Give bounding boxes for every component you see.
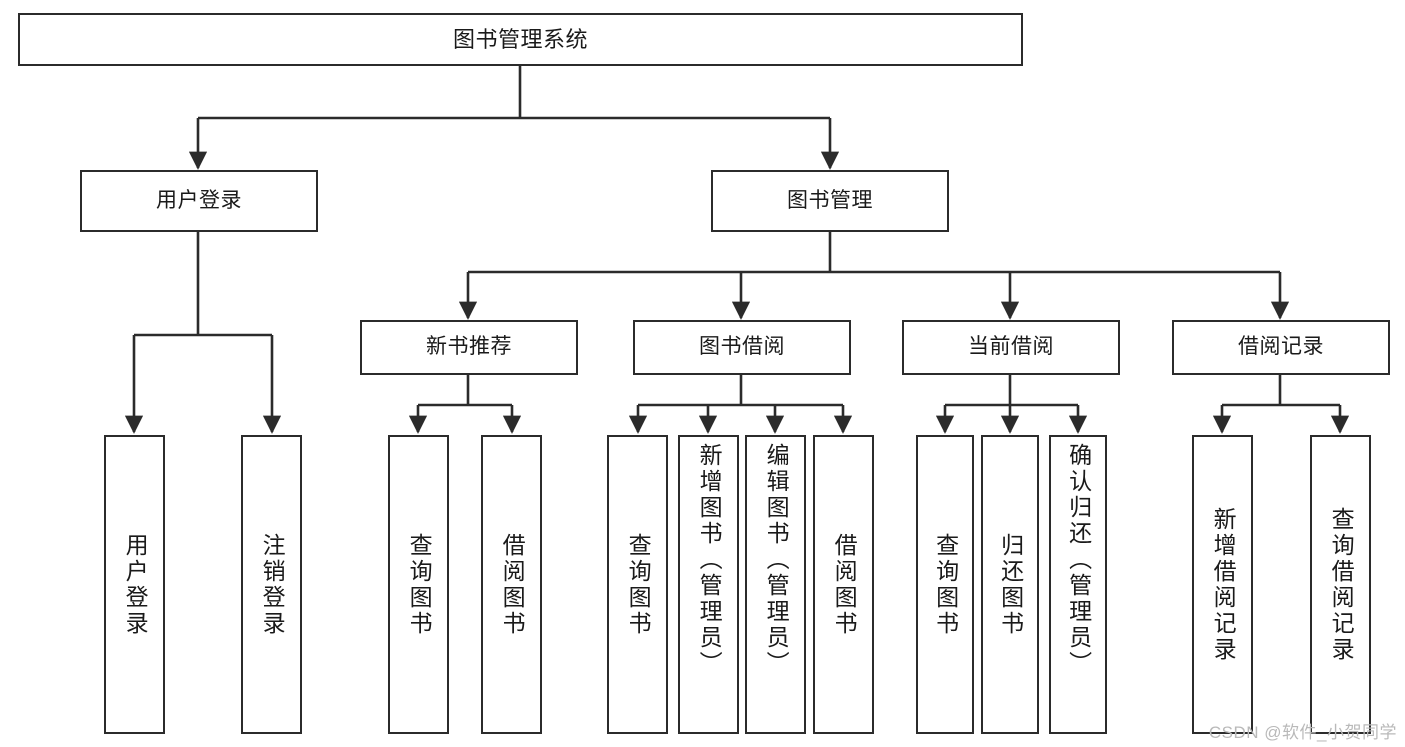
leaf-return-book[interactable]: 归还图书 bbox=[981, 435, 1039, 734]
node-label: 图书管理 bbox=[787, 188, 873, 212]
csdn-watermark: CSDN @软件_小贺同学 bbox=[1208, 723, 1397, 742]
node-label: 用户登录 bbox=[122, 532, 149, 637]
node-label: 新增图书（管理员） bbox=[696, 443, 723, 677]
leaf-logout[interactable]: 注销登录 bbox=[241, 435, 302, 734]
node-label: 查询图书 bbox=[406, 532, 433, 637]
node-current-borrow[interactable]: 当前借阅 bbox=[902, 320, 1120, 375]
node-root-system[interactable]: 图书管理系统 bbox=[18, 13, 1023, 66]
leaf-query-book-current[interactable]: 查询图书 bbox=[916, 435, 974, 734]
node-label: 新增借阅记录 bbox=[1210, 506, 1237, 663]
node-label: 借阅记录 bbox=[1238, 335, 1324, 359]
node-label: 注销登录 bbox=[259, 532, 286, 637]
node-borrow-record[interactable]: 借阅记录 bbox=[1172, 320, 1390, 375]
node-label: 新书推荐 bbox=[426, 335, 512, 359]
node-label: 查询借阅记录 bbox=[1328, 506, 1355, 663]
leaf-borrow-book-recommend[interactable]: 借阅图书 bbox=[481, 435, 542, 734]
node-label: 查询图书 bbox=[625, 532, 652, 637]
node-label: 归还图书 bbox=[997, 532, 1024, 637]
node-book-borrow[interactable]: 图书借阅 bbox=[633, 320, 851, 375]
leaf-query-borrow-record[interactable]: 查询借阅记录 bbox=[1310, 435, 1371, 734]
node-label: 借阅图书 bbox=[831, 532, 858, 637]
node-label: 确认归还（管理员） bbox=[1065, 443, 1092, 677]
leaf-query-book-borrow[interactable]: 查询图书 bbox=[607, 435, 668, 734]
node-new-book-recommend[interactable]: 新书推荐 bbox=[360, 320, 578, 375]
node-label: 用户登录 bbox=[156, 188, 242, 212]
node-label: 查询图书 bbox=[932, 532, 959, 637]
node-book-management[interactable]: 图书管理 bbox=[711, 170, 949, 232]
node-label: 图书管理系统 bbox=[452, 26, 588, 52]
leaf-add-borrow-record[interactable]: 新增借阅记录 bbox=[1192, 435, 1253, 734]
node-label: 图书借阅 bbox=[699, 335, 785, 359]
leaf-add-book-admin[interactable]: 新增图书（管理员） bbox=[678, 435, 739, 734]
node-label: 借阅图书 bbox=[499, 532, 526, 637]
node-user-login[interactable]: 用户登录 bbox=[80, 170, 318, 232]
leaf-user-login[interactable]: 用户登录 bbox=[104, 435, 165, 734]
node-label: 编辑图书（管理员） bbox=[763, 443, 790, 677]
leaf-edit-book-admin[interactable]: 编辑图书（管理员） bbox=[745, 435, 806, 734]
leaf-confirm-return-admin[interactable]: 确认归还（管理员） bbox=[1049, 435, 1107, 734]
leaf-query-book-recommend[interactable]: 查询图书 bbox=[388, 435, 449, 734]
node-label: 当前借阅 bbox=[968, 335, 1054, 359]
leaf-borrow-book[interactable]: 借阅图书 bbox=[813, 435, 874, 734]
